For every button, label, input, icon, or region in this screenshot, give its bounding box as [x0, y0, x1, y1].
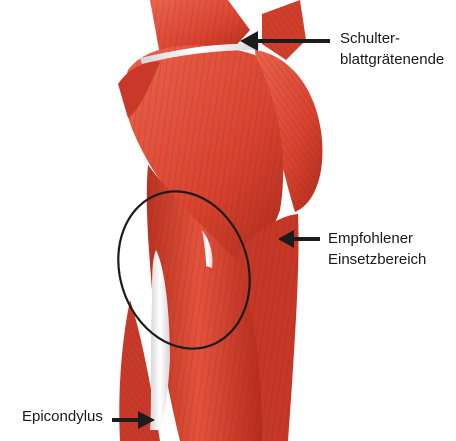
- shoulder-blade-label: Schulter- blattgrätenende: [340, 28, 444, 70]
- insertion-area-label: Empfohlener Einsetzbereich: [328, 228, 426, 270]
- epicondyle-label: Epicondylus: [22, 406, 103, 427]
- insertion-label-line2: Einsetzbereich: [328, 249, 426, 270]
- insertion-label-line1: Empfohlener: [328, 228, 426, 249]
- shoulder-blade-label-line2: blattgrätenende: [340, 49, 444, 70]
- shoulder-blade-label-line1: Schulter-: [340, 28, 444, 49]
